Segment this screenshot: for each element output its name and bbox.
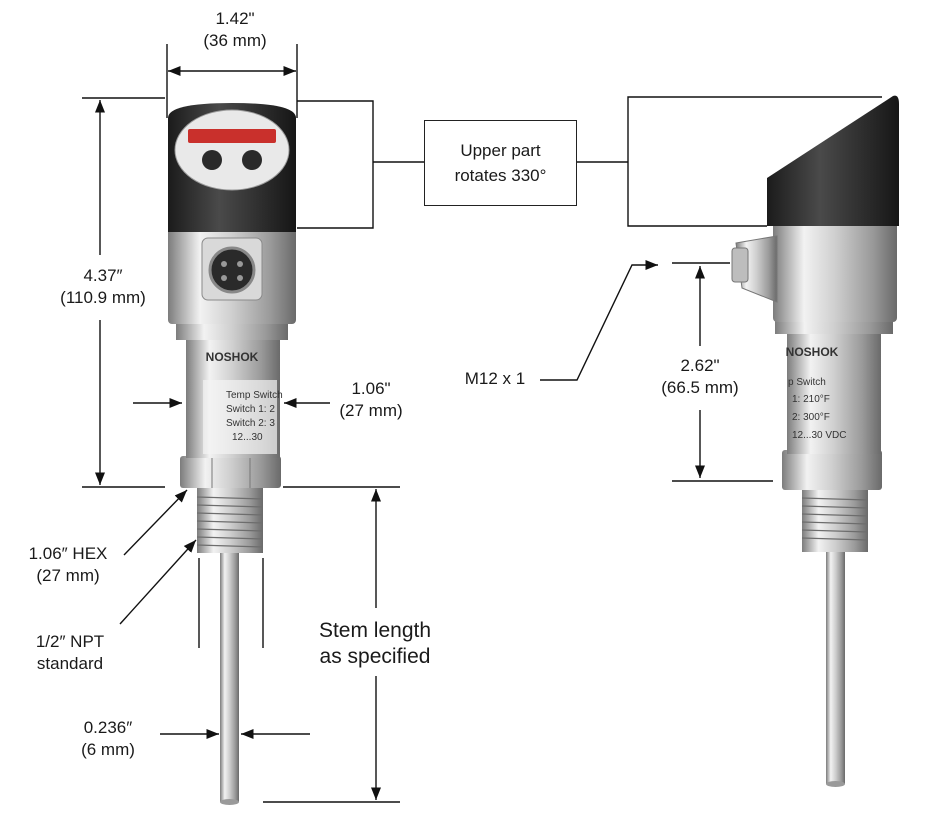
width-imperial: 1.42" xyxy=(215,9,255,28)
height-imperial: 4.37″ xyxy=(83,266,123,285)
hex-metric: (27 mm) xyxy=(36,566,100,585)
hex-imperial: 1.06″ HEX xyxy=(28,544,108,563)
height-label: 4.37″ (110.9 mm) xyxy=(48,265,158,309)
side-label-line-3: 2: 300°F xyxy=(792,412,830,423)
height-metric: (110.9 mm) xyxy=(60,288,146,307)
width-label: 1.42" (36 mm) xyxy=(190,8,280,52)
npt-leader xyxy=(119,539,197,625)
front-stem xyxy=(220,550,239,802)
lower-height-imperial: 2.62" xyxy=(680,356,720,375)
npt-line-1: 1/2″ NPT xyxy=(35,632,105,651)
npt-line-2: standard xyxy=(36,654,104,673)
front-button-1 xyxy=(202,150,222,170)
rotation-note-line-1: Upper part xyxy=(460,141,541,160)
stem-length-label: Stem length as specified xyxy=(300,618,450,670)
m12-connector-front xyxy=(208,246,256,294)
m12-leader xyxy=(540,259,658,381)
hex-leader xyxy=(123,489,188,556)
lower-height-metric: (66.5 mm) xyxy=(661,378,739,397)
side-label-line-1: p Switch xyxy=(788,377,826,388)
side-hex xyxy=(782,450,882,490)
connector-label: M12 x 1 xyxy=(464,369,526,388)
width-metric: (36 mm) xyxy=(203,31,267,50)
side-device xyxy=(731,95,899,787)
stem-diameter-label: 0.236″ (6 mm) xyxy=(60,717,156,761)
thread-lines xyxy=(196,496,264,548)
front-label-line-1: Temp Switch xyxy=(226,390,283,401)
stem-length-line-2: as specified xyxy=(319,645,431,668)
body-diameter-label: 1.06" (27 mm) xyxy=(326,378,416,422)
npt-label: 1/2″ NPT standard xyxy=(18,631,122,675)
front-label-line-4: 12...30 xyxy=(232,432,263,443)
stem-length-line-1: Stem length xyxy=(318,619,432,642)
side-brand: NOSHOK xyxy=(786,345,839,359)
side-lower-body xyxy=(787,330,881,454)
front-label-text: Temp Switch Switch 1: 2 Switch 2: 3 12..… xyxy=(226,390,283,443)
body-diameter-imperial: 1.06" xyxy=(351,379,391,398)
front-brand: NOSHOK xyxy=(206,350,259,364)
body-diameter-metric: (27 mm) xyxy=(339,401,403,420)
hex-label: 1.06″ HEX (27 mm) xyxy=(8,543,128,587)
front-red-display xyxy=(188,129,276,143)
side-npt-thread xyxy=(802,488,868,552)
front-label-line-3: Switch 2: 3 xyxy=(226,418,275,429)
side-label-line-4: 12...30 VDC xyxy=(792,430,846,441)
side-display-head xyxy=(767,95,899,227)
front-button-2 xyxy=(242,150,262,170)
rotation-bracket-left xyxy=(297,100,374,229)
front-hex xyxy=(180,456,281,488)
lower-height-label: 2.62" (66.5 mm) xyxy=(648,355,752,399)
front-label-line-2: Switch 1: 2 xyxy=(226,404,275,415)
rotation-bracket-right xyxy=(627,96,882,227)
dimension-lines xyxy=(82,44,882,803)
stem-diameter-imperial: 0.236″ xyxy=(83,718,133,737)
side-stem xyxy=(826,550,845,784)
front-device xyxy=(168,103,296,805)
stem-diameter-metric: (6 mm) xyxy=(81,740,135,759)
rotation-note-box: Upper part rotates 330° xyxy=(424,120,577,206)
side-upper-housing xyxy=(773,222,897,322)
side-label-line-2: 1: 210°F xyxy=(792,394,830,405)
rotation-note-line-2: rotates 330° xyxy=(454,166,547,185)
